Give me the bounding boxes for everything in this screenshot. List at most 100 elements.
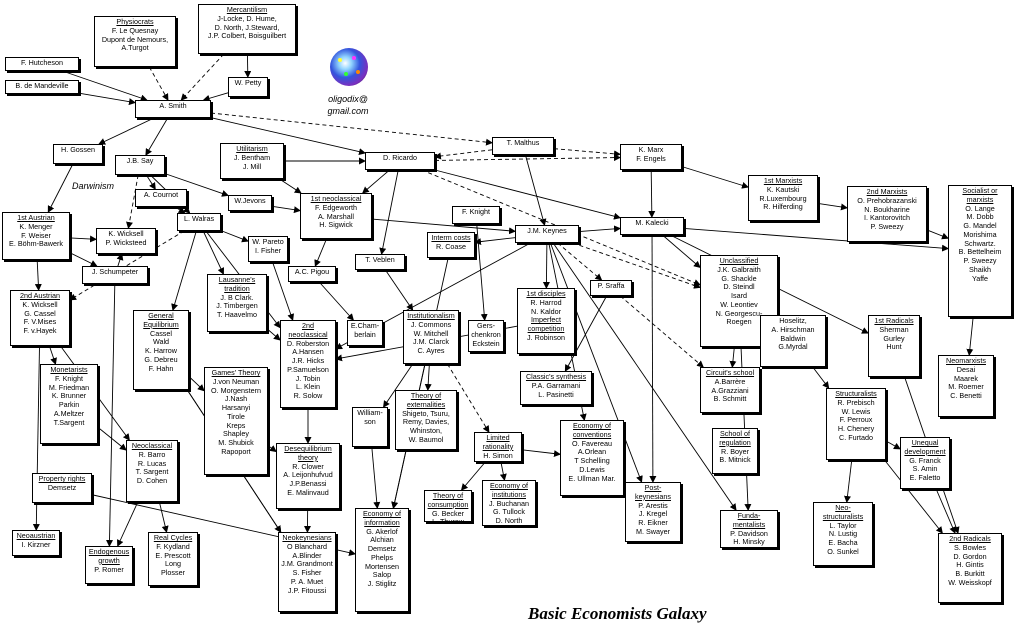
node-title: School of regulation <box>719 429 751 447</box>
node-member: B. de Mandeville <box>15 81 69 90</box>
edge-general_eq-to-games <box>188 376 205 392</box>
node-member: J. Tobin <box>295 373 321 383</box>
node-member: Cassel <box>150 328 172 338</box>
edge-physiocrats-to-smith <box>148 66 169 101</box>
node-member: R. Coase <box>436 241 466 251</box>
node-member: Shapley <box>223 429 249 439</box>
node-member: G. Shackle <box>721 273 757 283</box>
node-title: 1st disciples <box>526 289 566 298</box>
node-member: F. Knight <box>55 373 83 383</box>
node-title: Neo-structuralists <box>822 503 864 521</box>
node-member: A.C. Pigou <box>294 267 330 276</box>
node-member: berlain <box>354 329 376 339</box>
edge-veblen-to-institutionalism <box>385 269 414 311</box>
node-member: Plosser <box>161 568 185 578</box>
node-title: 2nd Marxists <box>866 187 908 196</box>
node-member: J.von Neuman <box>212 376 260 386</box>
node-member: J.P.Benassi <box>289 479 327 489</box>
edge-say-to-wicksell_top <box>126 174 139 229</box>
node-member: J. Bentham <box>233 152 271 162</box>
node-member: Yaffe <box>971 273 989 283</box>
node-title: Economy of conventions <box>572 421 612 439</box>
node-member: W. Mitchell <box>413 328 449 338</box>
edge-pigou-to-chamberlain <box>318 281 354 321</box>
node-member: J.R. Hicks <box>291 356 325 366</box>
node-member: son <box>364 416 376 426</box>
node-member: F. Hutcheson <box>21 58 63 67</box>
node-member: C. Benetti <box>950 391 982 401</box>
edge-unclassified-to-circuits <box>729 346 737 368</box>
node-member: I. Kirzner <box>21 539 51 549</box>
node-member: R. Hilferding <box>763 202 803 212</box>
node-member: D. Cohen <box>136 476 168 486</box>
edge-marxists1-to-marxists2 <box>817 202 848 211</box>
node-title: Theory of consumption <box>427 491 469 509</box>
node-member: W. Lewis <box>841 406 871 416</box>
node-williamson: William-son <box>352 407 388 447</box>
edge-keynes-to-kalecki <box>578 225 621 233</box>
node-member: R.Luxembourg <box>759 193 807 203</box>
node-member: P. Arestis <box>638 500 668 510</box>
node-member: P. A. Muet <box>290 576 324 586</box>
edge-institutionalism-to-limited <box>447 363 490 433</box>
edge-marx-to-kalecki <box>648 169 656 218</box>
edge-monetarists-to-neoclassical_uk <box>97 427 127 451</box>
node-member: N. Georgescu- <box>715 308 763 318</box>
edge-walras-to-austrian2 <box>69 230 185 301</box>
node-title: Imperfect competition <box>527 315 565 334</box>
node-member: P. Romer <box>94 564 124 574</box>
node-member: T. Veblen <box>365 255 395 264</box>
node-member: D. Gordon <box>953 551 987 561</box>
node-member: P.Samuelson <box>287 364 329 374</box>
edge-marxists2-to-socialist <box>926 229 949 240</box>
node-member: W. Leontiev <box>720 299 758 309</box>
node-member: K. Menger <box>19 221 53 231</box>
node-member: William- <box>357 408 383 417</box>
node-member: E. Faletto <box>909 473 941 483</box>
node-member: F. Knight <box>462 207 490 216</box>
edge-kalecki-to-socialist <box>683 227 949 252</box>
node-title: Lausanne's tradition <box>218 275 256 293</box>
node-member: S. Bowles <box>954 542 986 552</box>
edge-ricardo-to-marx <box>434 154 621 162</box>
node-member: F. Hahn <box>148 363 174 373</box>
edge-hoselitz-to-structuralists <box>812 366 830 389</box>
node-title: Neomarxists <box>946 356 986 365</box>
node-member: B. Mitnick <box>719 455 751 465</box>
node-member: S. Fisher <box>292 568 322 578</box>
darwinism-label: Darwinism <box>72 181 115 191</box>
node-title: Games' Theory <box>211 368 261 377</box>
node-member: M. Roemer <box>948 382 984 392</box>
node-member: Mortensen <box>365 561 399 571</box>
node-member: J. Commons <box>410 319 452 329</box>
edge-hutcheson-to-smith <box>62 70 148 102</box>
edge-structuralists-to-unequal <box>885 440 901 450</box>
edge-structuralists-to-neostructuralists <box>844 459 853 503</box>
edge-say-to-cournot <box>145 174 156 190</box>
node-title: Post-keynesians <box>635 483 671 501</box>
node-member: B. Schmitt <box>713 394 747 404</box>
node-title: Property rights <box>38 474 86 483</box>
node-member: Maarek <box>954 373 978 383</box>
node-member: H. Sigwick <box>319 220 353 230</box>
edge-jevons-to-neoclassical1 <box>271 205 301 214</box>
node-member: J. Schumpeter <box>91 267 139 276</box>
node-member: T. Malthus <box>506 138 540 147</box>
node-member: Hoselitz, <box>779 316 807 325</box>
node-member: F. Kydland <box>156 541 190 551</box>
